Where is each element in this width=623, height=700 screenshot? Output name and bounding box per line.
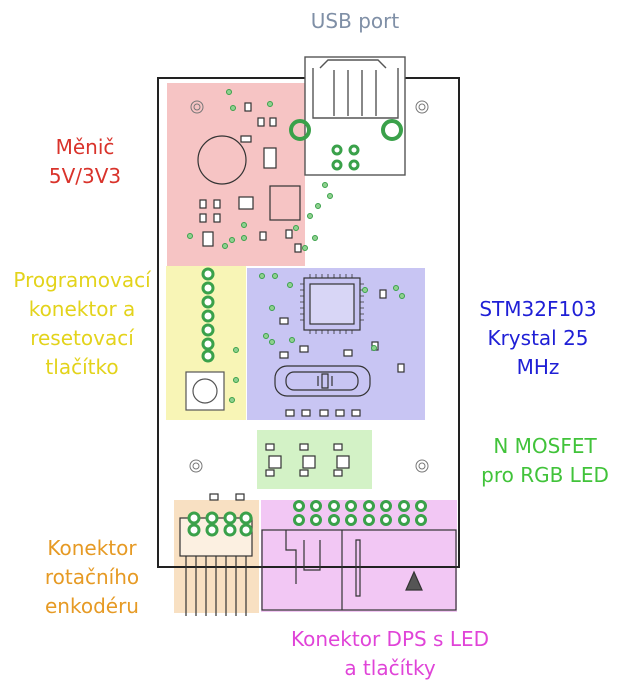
label-converter: Měnič 5V/3V3 <box>30 133 140 191</box>
zone-converter <box>167 83 305 266</box>
label-encoder-line3: enkodéru <box>45 594 139 618</box>
mcu-vias <box>229 273 405 403</box>
usb-data-pads <box>331 144 360 171</box>
label-programming-line2: konektor a <box>28 297 136 321</box>
label-mcu-line2: Krystal 25 <box>487 326 589 350</box>
label-dps: Konektor DPS s LED a tlačítky <box>270 625 510 683</box>
label-mcu: STM32F103 Krystal 25 MHz <box>468 295 608 382</box>
label-encoder: Konektor rotačního enkodéru <box>22 534 162 621</box>
label-mcu-line1: STM32F103 <box>479 297 597 321</box>
label-converter-line2: 5V/3V3 <box>48 164 122 188</box>
label-encoder-line1: Konektor <box>47 536 137 560</box>
mcu-pins <box>300 274 364 334</box>
label-dps-line1: Konektor DPS s LED <box>290 627 490 651</box>
label-converter-line1: Měnič <box>55 135 115 159</box>
label-mosfet-line1: N MOSFET <box>493 434 597 458</box>
label-mosfet: N MOSFET pro RGB LED <box>470 432 620 490</box>
converter-components <box>197 102 302 253</box>
label-encoder-line2: rotačního <box>44 565 140 589</box>
dps-connector <box>261 529 457 611</box>
zone-mcu <box>247 268 425 420</box>
label-programming: Programovací konektor a resetovací tlačí… <box>0 266 164 382</box>
label-usb-port: USB port <box>300 7 410 36</box>
mcu-chip <box>303 277 361 331</box>
usb-pad-left <box>289 119 311 141</box>
label-dps-line2: a tlačítky <box>344 656 436 680</box>
mosfets <box>265 443 350 477</box>
reset-button <box>185 371 225 411</box>
zone-dps <box>261 500 457 612</box>
label-mcu-line3: MHz <box>516 355 560 379</box>
dps-pins <box>293 500 427 526</box>
programming-header <box>201 267 215 363</box>
label-usb-text: USB port <box>310 9 400 33</box>
label-programming-line3: resetovací <box>30 326 134 350</box>
label-programming-line1: Programovací <box>13 268 151 292</box>
mounting-holes <box>189 100 429 473</box>
label-mosfet-line2: pro RGB LED <box>481 463 609 487</box>
label-programming-line4: tlačítko <box>45 355 119 379</box>
mcu-passives <box>279 289 405 417</box>
crystal <box>274 365 371 397</box>
usb-connector <box>304 56 406 176</box>
usb-pad-right <box>381 119 403 141</box>
converter-vias <box>187 89 333 251</box>
encoder-pins <box>187 511 253 537</box>
